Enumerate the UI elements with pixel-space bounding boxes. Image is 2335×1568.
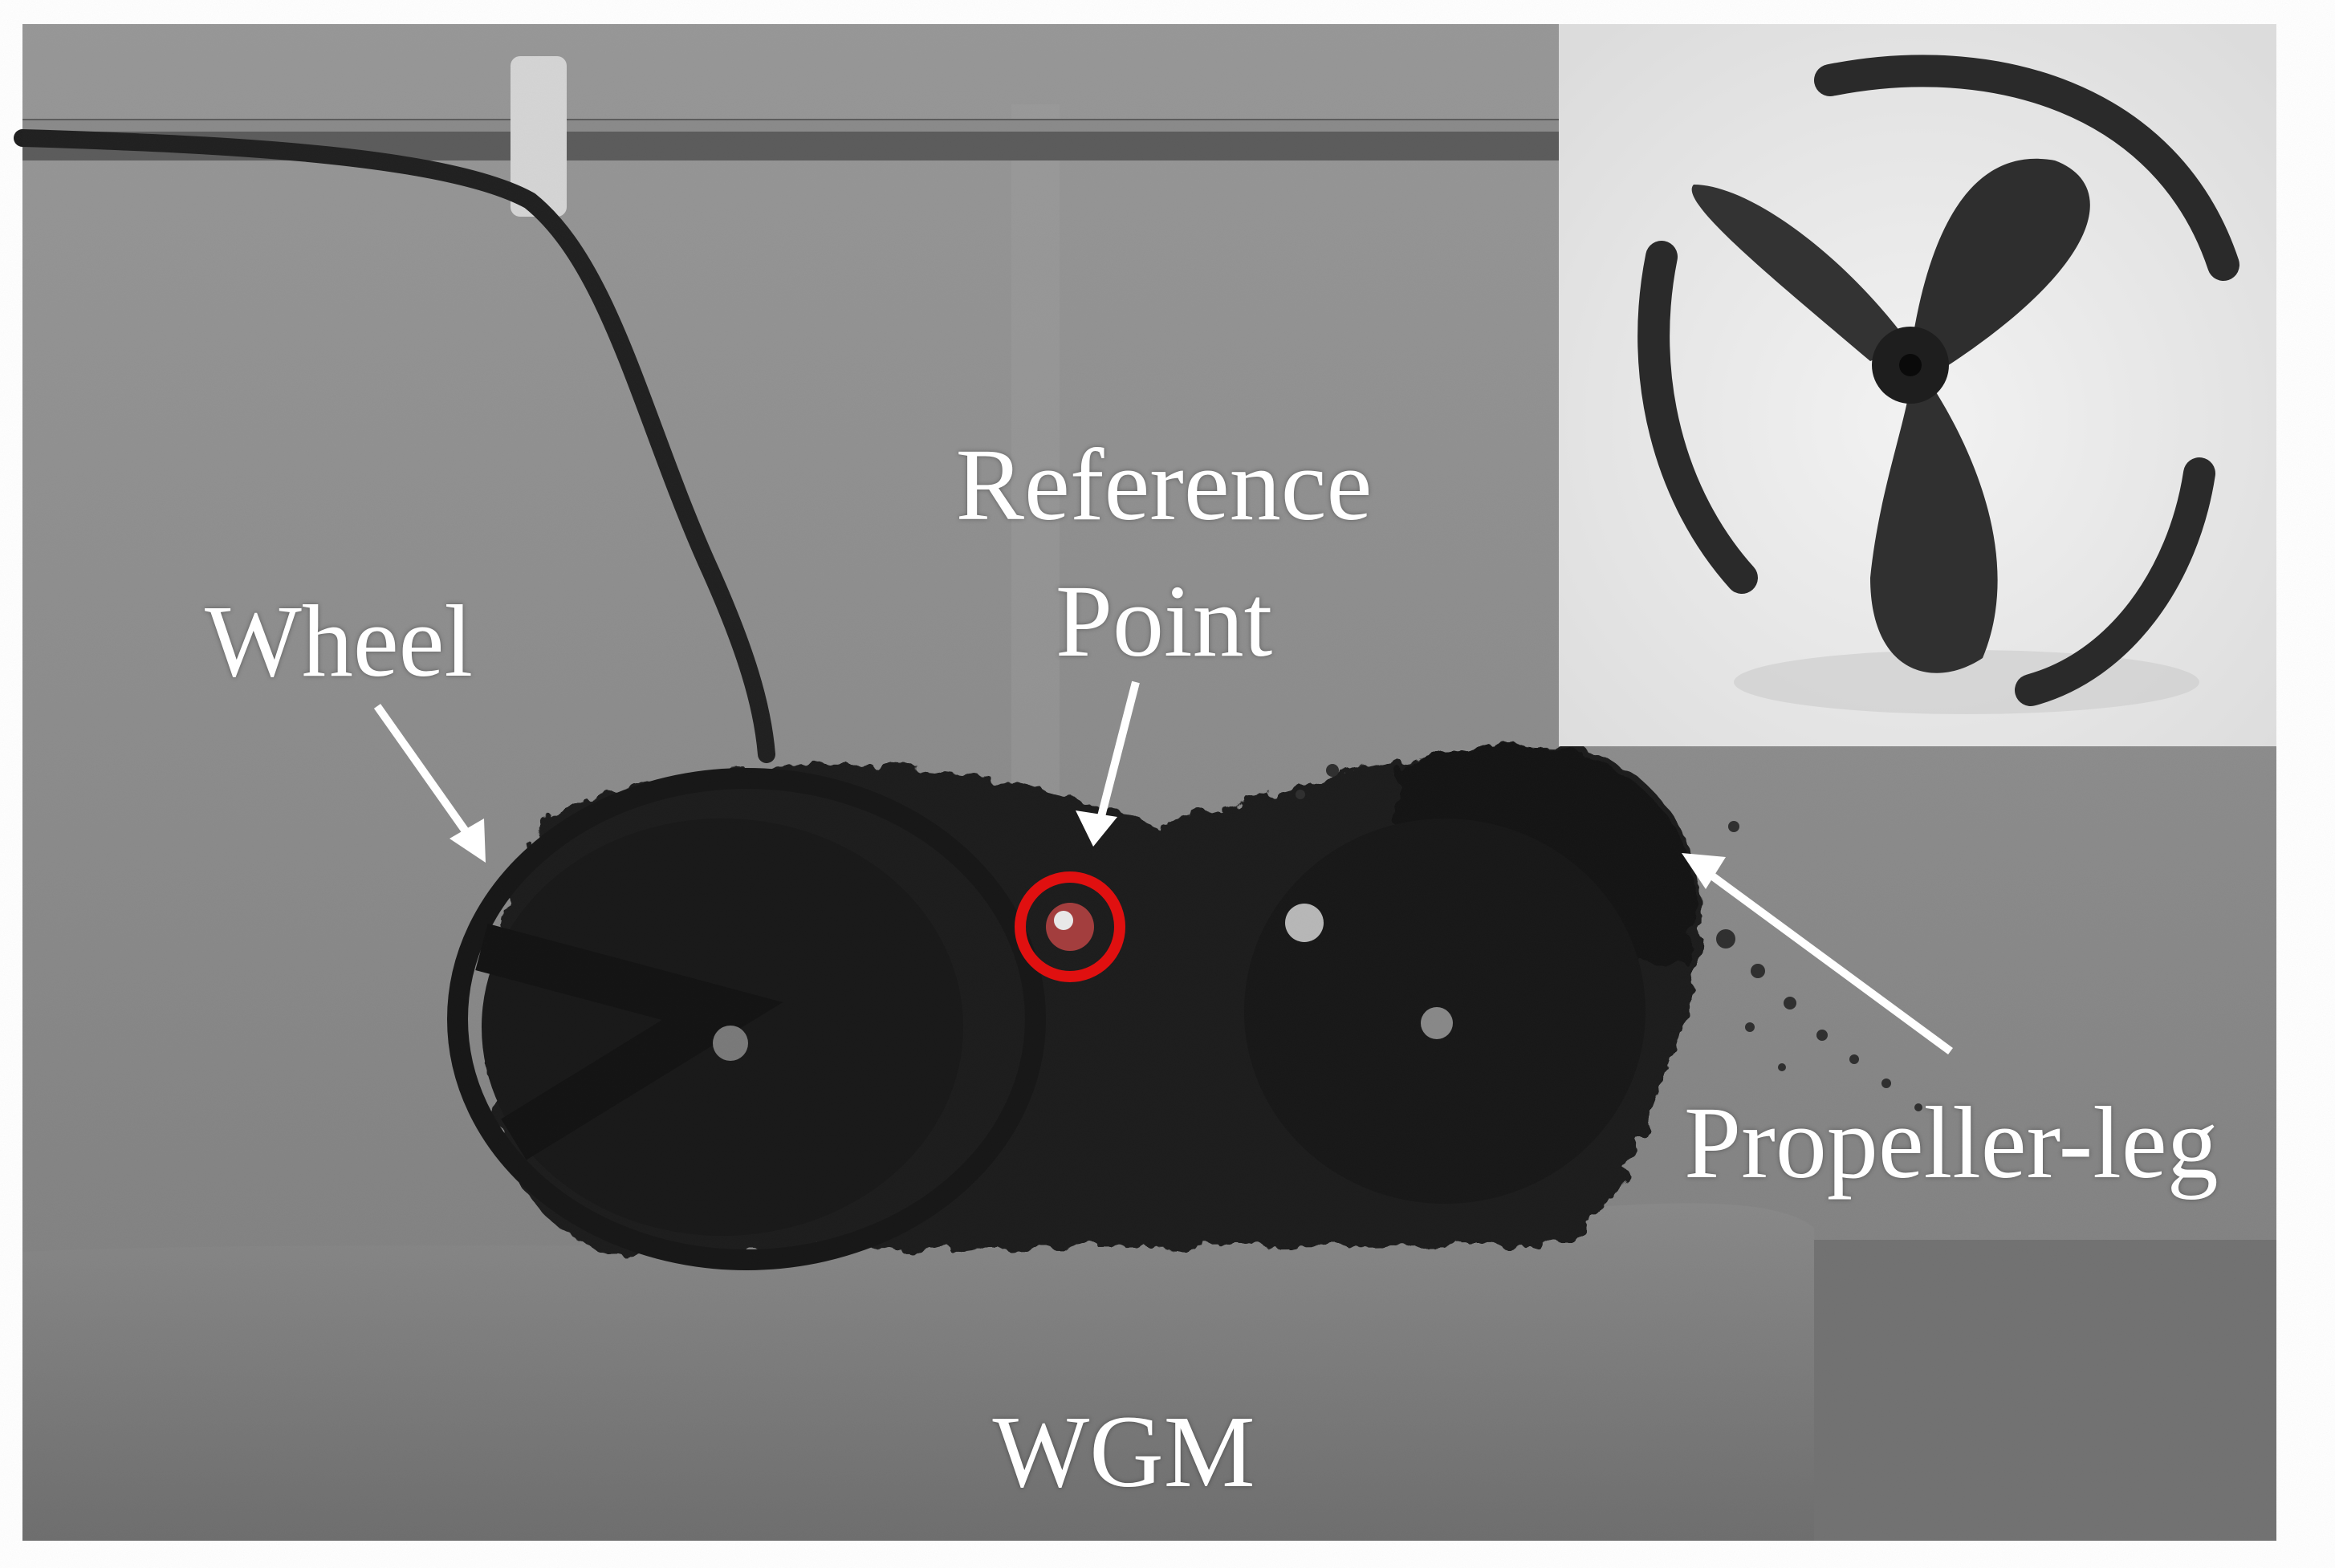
propeller-leg-arrow — [1682, 853, 1953, 1055]
annotation-arrows — [373, 680, 1953, 1055]
reference-point-arrow — [1076, 680, 1140, 847]
reference-point-label-line1: Reference — [955, 428, 1373, 542]
wheel-arrow — [373, 704, 486, 863]
reference-point-label-line2: Point — [1055, 564, 1273, 678]
propeller-leg-label: Propeller-leg — [1684, 1086, 2219, 1200]
inset-propeller-leg-render — [1559, 24, 2276, 746]
wheel-label: Wheel — [205, 584, 473, 698]
wgm-label: WGM — [992, 1395, 1255, 1509]
reference-point-marker — [1015, 871, 1125, 982]
